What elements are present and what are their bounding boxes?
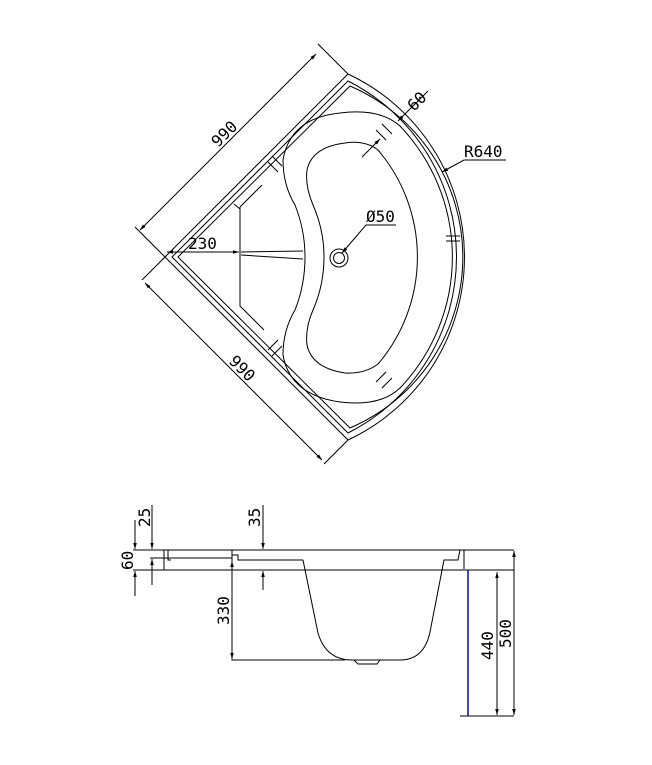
pool-outer-contour bbox=[282, 111, 453, 404]
dim-rim-width: 60 bbox=[403, 88, 430, 115]
support-ribs bbox=[267, 123, 460, 389]
dim-leg-height: 440 bbox=[478, 631, 497, 660]
drain-outer-icon bbox=[329, 248, 349, 268]
dim-bowl-depth: 330 bbox=[214, 596, 233, 625]
dim-side-top: 990 bbox=[207, 117, 241, 151]
top-view: 990 990 230 60 R640 Ø50 bbox=[134, 43, 506, 465]
dim-radius: R640 bbox=[464, 142, 503, 161]
dim-seat-depth: 230 bbox=[188, 234, 217, 253]
dim-seat-step: 35 bbox=[245, 508, 264, 527]
dim-rim-step: 25 bbox=[135, 508, 154, 527]
pool-inner-contour bbox=[306, 141, 418, 374]
dim-drain: Ø50 bbox=[366, 207, 395, 226]
drain-inner-icon bbox=[333, 252, 345, 264]
outer-tray-outline bbox=[164, 73, 465, 441]
tray-profile bbox=[150, 549, 465, 661]
dim-rim-thickness: 60 bbox=[118, 551, 137, 570]
outer-tray-inner-outline bbox=[171, 80, 457, 434]
dim-total-height: 500 bbox=[496, 619, 515, 648]
dim-side-bottom: 990 bbox=[225, 351, 259, 385]
drain-outlet bbox=[353, 659, 381, 665]
seat-outline bbox=[233, 184, 304, 331]
side-view: 500 440 330 35 25 60 bbox=[118, 505, 516, 717]
